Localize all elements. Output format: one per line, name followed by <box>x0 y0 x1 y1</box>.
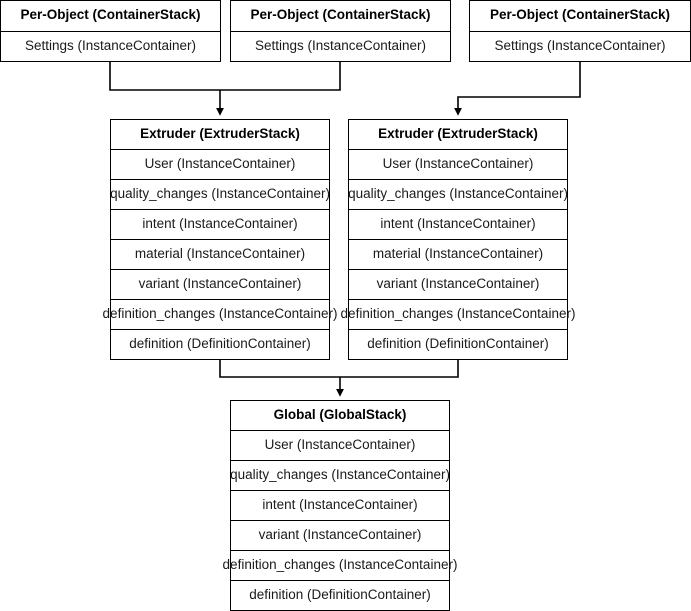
node-row-definition: definition (DefinitionContainer) <box>349 329 567 359</box>
node-per-object-1[interactable]: Per-Object (ContainerStack) Settings (In… <box>0 0 221 62</box>
edge-per-object-3-to-extruder-2 <box>454 62 581 116</box>
node-row-definition-changes: definition_changes (InstanceContainer) <box>223 550 457 580</box>
node-row-user: User (InstanceContainer) <box>231 430 449 460</box>
node-row-user: User (InstanceContainer) <box>111 149 329 179</box>
edge-extruder-2-to-global <box>336 360 459 397</box>
node-row-intent: intent (InstanceContainer) <box>349 209 567 239</box>
node-row-variant: variant (InstanceContainer) <box>349 269 567 299</box>
node-global[interactable]: Global (GlobalStack) User (InstanceConta… <box>223 400 457 611</box>
node-row-user: User (InstanceContainer) <box>349 149 567 179</box>
node-per-object-3[interactable]: Per-Object (ContainerStack) Settings (In… <box>469 0 691 62</box>
edge-per-object-1-to-extruder-1 <box>109 62 220 91</box>
edge-extruder-1-to-global <box>219 360 340 378</box>
node-extruder-2[interactable]: Extruder (ExtruderStack) User (InstanceC… <box>341 119 575 360</box>
node-row-intent: intent (InstanceContainer) <box>231 490 449 520</box>
node-row-settings: Settings (InstanceContainer) <box>1 30 220 62</box>
node-per-object-2[interactable]: Per-Object (ContainerStack) Settings (In… <box>230 0 451 62</box>
node-row-material: material (InstanceContainer) <box>111 239 329 269</box>
node-row-variant: variant (InstanceContainer) <box>111 269 329 299</box>
node-row-definition-changes: definition_changes (InstanceContainer) <box>103 299 337 329</box>
node-row-settings: Settings (InstanceContainer) <box>470 30 690 62</box>
node-row-quality-changes: quality_changes (InstanceContainer) <box>348 179 568 209</box>
node-row-definition: definition (DefinitionContainer) <box>111 329 329 359</box>
node-row-intent: intent (InstanceContainer) <box>111 209 329 239</box>
node-header: Per-Object (ContainerStack) <box>20 7 201 23</box>
node-header: Extruder (ExtruderStack) <box>378 126 538 142</box>
node-row-material: material (InstanceContainer) <box>349 239 567 269</box>
node-row-quality-changes: quality_changes (InstanceContainer) <box>230 460 450 490</box>
node-header: Extruder (ExtruderStack) <box>140 126 300 142</box>
node-row-definition: definition (DefinitionContainer) <box>231 580 449 610</box>
node-extruder-1[interactable]: Extruder (ExtruderStack) User (InstanceC… <box>103 119 337 360</box>
node-header: Per-Object (ContainerStack) <box>250 7 431 23</box>
node-row-variant: variant (InstanceContainer) <box>231 520 449 550</box>
edge-per-object-2-to-extruder-1 <box>216 62 341 116</box>
node-row-settings: Settings (InstanceContainer) <box>231 30 450 62</box>
node-header: Global (GlobalStack) <box>273 407 407 423</box>
node-row-quality-changes: quality_changes (InstanceContainer) <box>110 179 330 209</box>
node-row-definition-changes: definition_changes (InstanceContainer) <box>341 299 575 329</box>
node-header: Per-Object (ContainerStack) <box>489 7 671 23</box>
